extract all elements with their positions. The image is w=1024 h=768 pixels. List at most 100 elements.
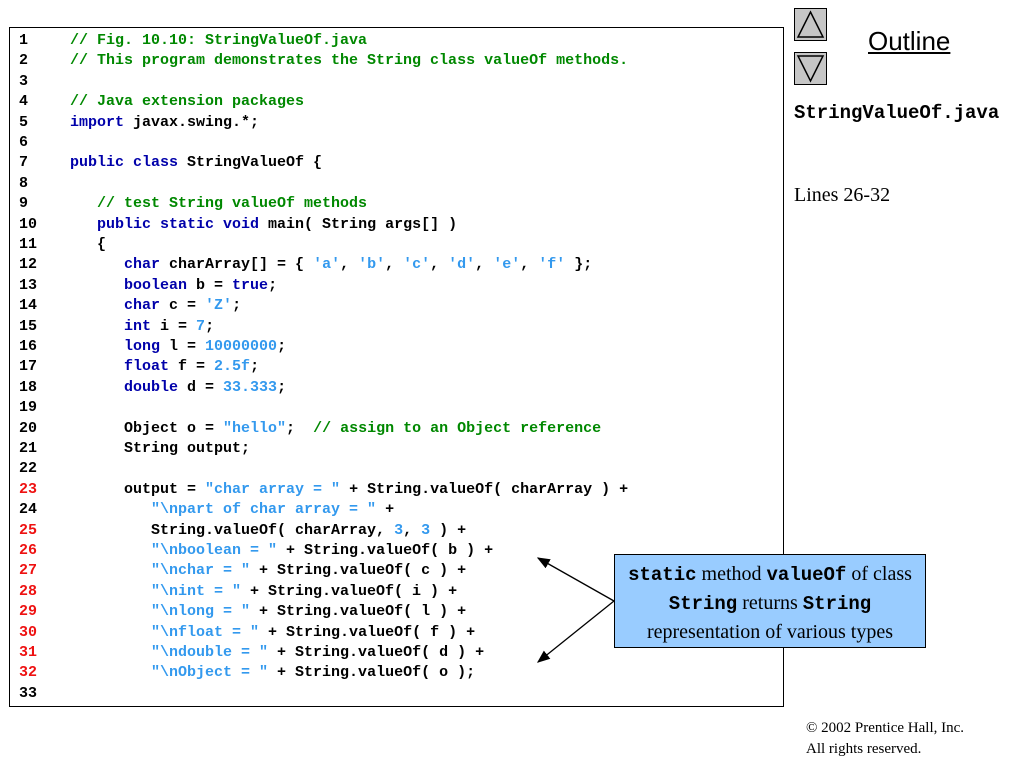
copyright-line: All rights reserved. <box>806 741 922 757</box>
code-token-str: "char array = " <box>205 480 341 498</box>
code-token-str: 'Z' <box>205 297 233 315</box>
triangle-up-icon <box>796 10 825 38</box>
callout-text: method <box>696 563 767 585</box>
code-token-plain: ; <box>250 358 260 376</box>
next-slide-button[interactable] <box>794 52 827 85</box>
line-number: 32 <box>19 664 38 682</box>
code-token-str: 'c' <box>403 256 431 274</box>
code-text: Object o = "hello"; // assign to an Obje… <box>70 419 601 439</box>
callout-text: representation of various types <box>646 621 894 643</box>
code-text: // Java extension packages <box>70 92 304 112</box>
line-number: 16 <box>19 338 38 355</box>
line-number: 1 <box>19 32 29 49</box>
code-text: float f = 2.5f; <box>70 357 259 377</box>
code-token-num: 2.5f <box>214 358 251 376</box>
callout-text: returns <box>737 592 803 614</box>
code-token-plain: f = <box>169 358 215 376</box>
code-token-num: 7 <box>196 317 206 335</box>
code-token-kw: int <box>124 317 152 335</box>
callout-text: of class <box>846 563 912 585</box>
code-token-kw: true <box>232 276 269 294</box>
code-text: "\nchar = " + String.valueOf( c ) + <box>70 561 466 581</box>
code-token-str: "\ndouble = " <box>151 644 269 661</box>
line-number: 3 <box>19 72 29 90</box>
code-text: // This program demonstrates the String … <box>70 51 628 71</box>
code-token-plain: + String.valueOf( f ) + <box>259 623 476 641</box>
code-token-plain: , <box>340 256 359 274</box>
code-text: char charArray[] = { 'a', 'b', 'c', 'd',… <box>70 255 592 275</box>
callout-keyword-valueof: valueOf <box>766 564 847 586</box>
code-text: String output; <box>70 439 250 459</box>
code-token-str: "\npart of char array = " <box>151 501 377 519</box>
code-token-plain: ; <box>277 378 287 396</box>
arrow-to-line-31 <box>536 600 615 663</box>
line-number: 7 <box>19 154 29 172</box>
line-number: 19 <box>19 399 38 417</box>
line-number: 21 <box>19 440 38 457</box>
code-token-plain: Object o = <box>70 419 224 437</box>
code-token-plain: , <box>475 256 494 274</box>
code-token-plain: + String.valueOf( i ) + <box>241 582 458 600</box>
code-token-plain: main( String args[] ) <box>259 215 458 233</box>
code-text: public class StringValueOf { <box>70 153 322 173</box>
code-token-kw: float <box>124 358 170 376</box>
code-token-str: "\nboolean = " <box>151 542 278 559</box>
code-token-plain: String output; <box>70 440 251 457</box>
code-token-plain: String.valueOf( charArray, <box>70 521 395 539</box>
line-number: 14 <box>19 297 38 315</box>
code-token-plain: , <box>403 521 422 539</box>
code-token-comment: // Fig. 10.10: StringValueOf.java <box>70 32 368 49</box>
code-token-plain: + String.valueOf( b ) + <box>277 542 494 559</box>
code-token-comment: // This program demonstrates the String … <box>70 52 629 70</box>
arrow-to-line-26 <box>536 557 615 602</box>
code-text: "\ndouble = " + String.valueOf( d ) + <box>70 643 484 663</box>
code-text: "\nboolean = " + String.valueOf( b ) + <box>70 541 493 561</box>
code-token-plain: + String.valueOf( c ) + <box>250 562 467 580</box>
previous-slide-button[interactable] <box>794 8 827 41</box>
code-token-num: 33.333 <box>223 378 278 396</box>
code-token-str: "\nint = " <box>151 582 242 600</box>
line-number: 15 <box>19 317 38 335</box>
code-token-num: 3 <box>421 521 431 539</box>
callout-keyword-string: String <box>668 593 738 615</box>
code-token-plain: d = <box>178 378 224 396</box>
code-token-plain: ; <box>277 338 287 355</box>
code-text: String.valueOf( charArray, 3, 3 ) + <box>70 521 466 541</box>
code-text: long l = 10000000; <box>70 337 286 357</box>
code-token-plain: javax.swing.*; <box>124 113 260 131</box>
code-token-plain: + String.valueOf( o ); <box>268 664 476 682</box>
line-number: 12 <box>19 256 38 274</box>
line-number: 10 <box>19 215 38 233</box>
code-text: output = "char array = " + String.valueO… <box>70 480 628 500</box>
code-token-plain: { <box>70 236 107 253</box>
code-token-kw: import <box>70 113 125 131</box>
code-token-kw: public class <box>70 154 179 172</box>
code-text: import javax.swing.*; <box>70 113 259 133</box>
code-text: // Fig. 10.10: StringValueOf.java <box>70 31 367 51</box>
code-text: char c = 'Z'; <box>70 296 241 316</box>
line-number: 17 <box>19 358 38 376</box>
triangle-down-icon <box>796 55 825 83</box>
code-text: "\nObject = " + String.valueOf( o ); <box>70 663 475 683</box>
code-token-str: 'e' <box>493 256 521 274</box>
outline-link[interactable]: Outline <box>868 26 951 56</box>
code-token-plain: , <box>385 256 404 274</box>
code-token-plain: ; <box>205 317 215 335</box>
code-token-plain: c = <box>160 297 206 315</box>
code-token-plain: }; <box>565 256 593 274</box>
line-number: 29 <box>19 603 38 621</box>
code-token-comment: // assign to an Object reference <box>313 419 602 437</box>
code-token-str: 'b' <box>358 256 386 274</box>
code-token-comment: // Java extension packages <box>70 93 305 111</box>
line-number: 18 <box>19 378 38 396</box>
code-token-num: 3 <box>394 521 404 539</box>
code-token-str: 'a' <box>313 256 341 274</box>
code-token-plain: i = <box>151 317 197 335</box>
copyright-line: © 2002 Prentice Hall, Inc. <box>806 720 965 736</box>
code-text: public static void main( String args[] ) <box>70 215 457 235</box>
code-text: int i = 7; <box>70 317 214 337</box>
code-token-str: "\nlong = " <box>151 603 251 621</box>
line-number: 27 <box>19 562 38 580</box>
line-number: 30 <box>19 623 38 641</box>
